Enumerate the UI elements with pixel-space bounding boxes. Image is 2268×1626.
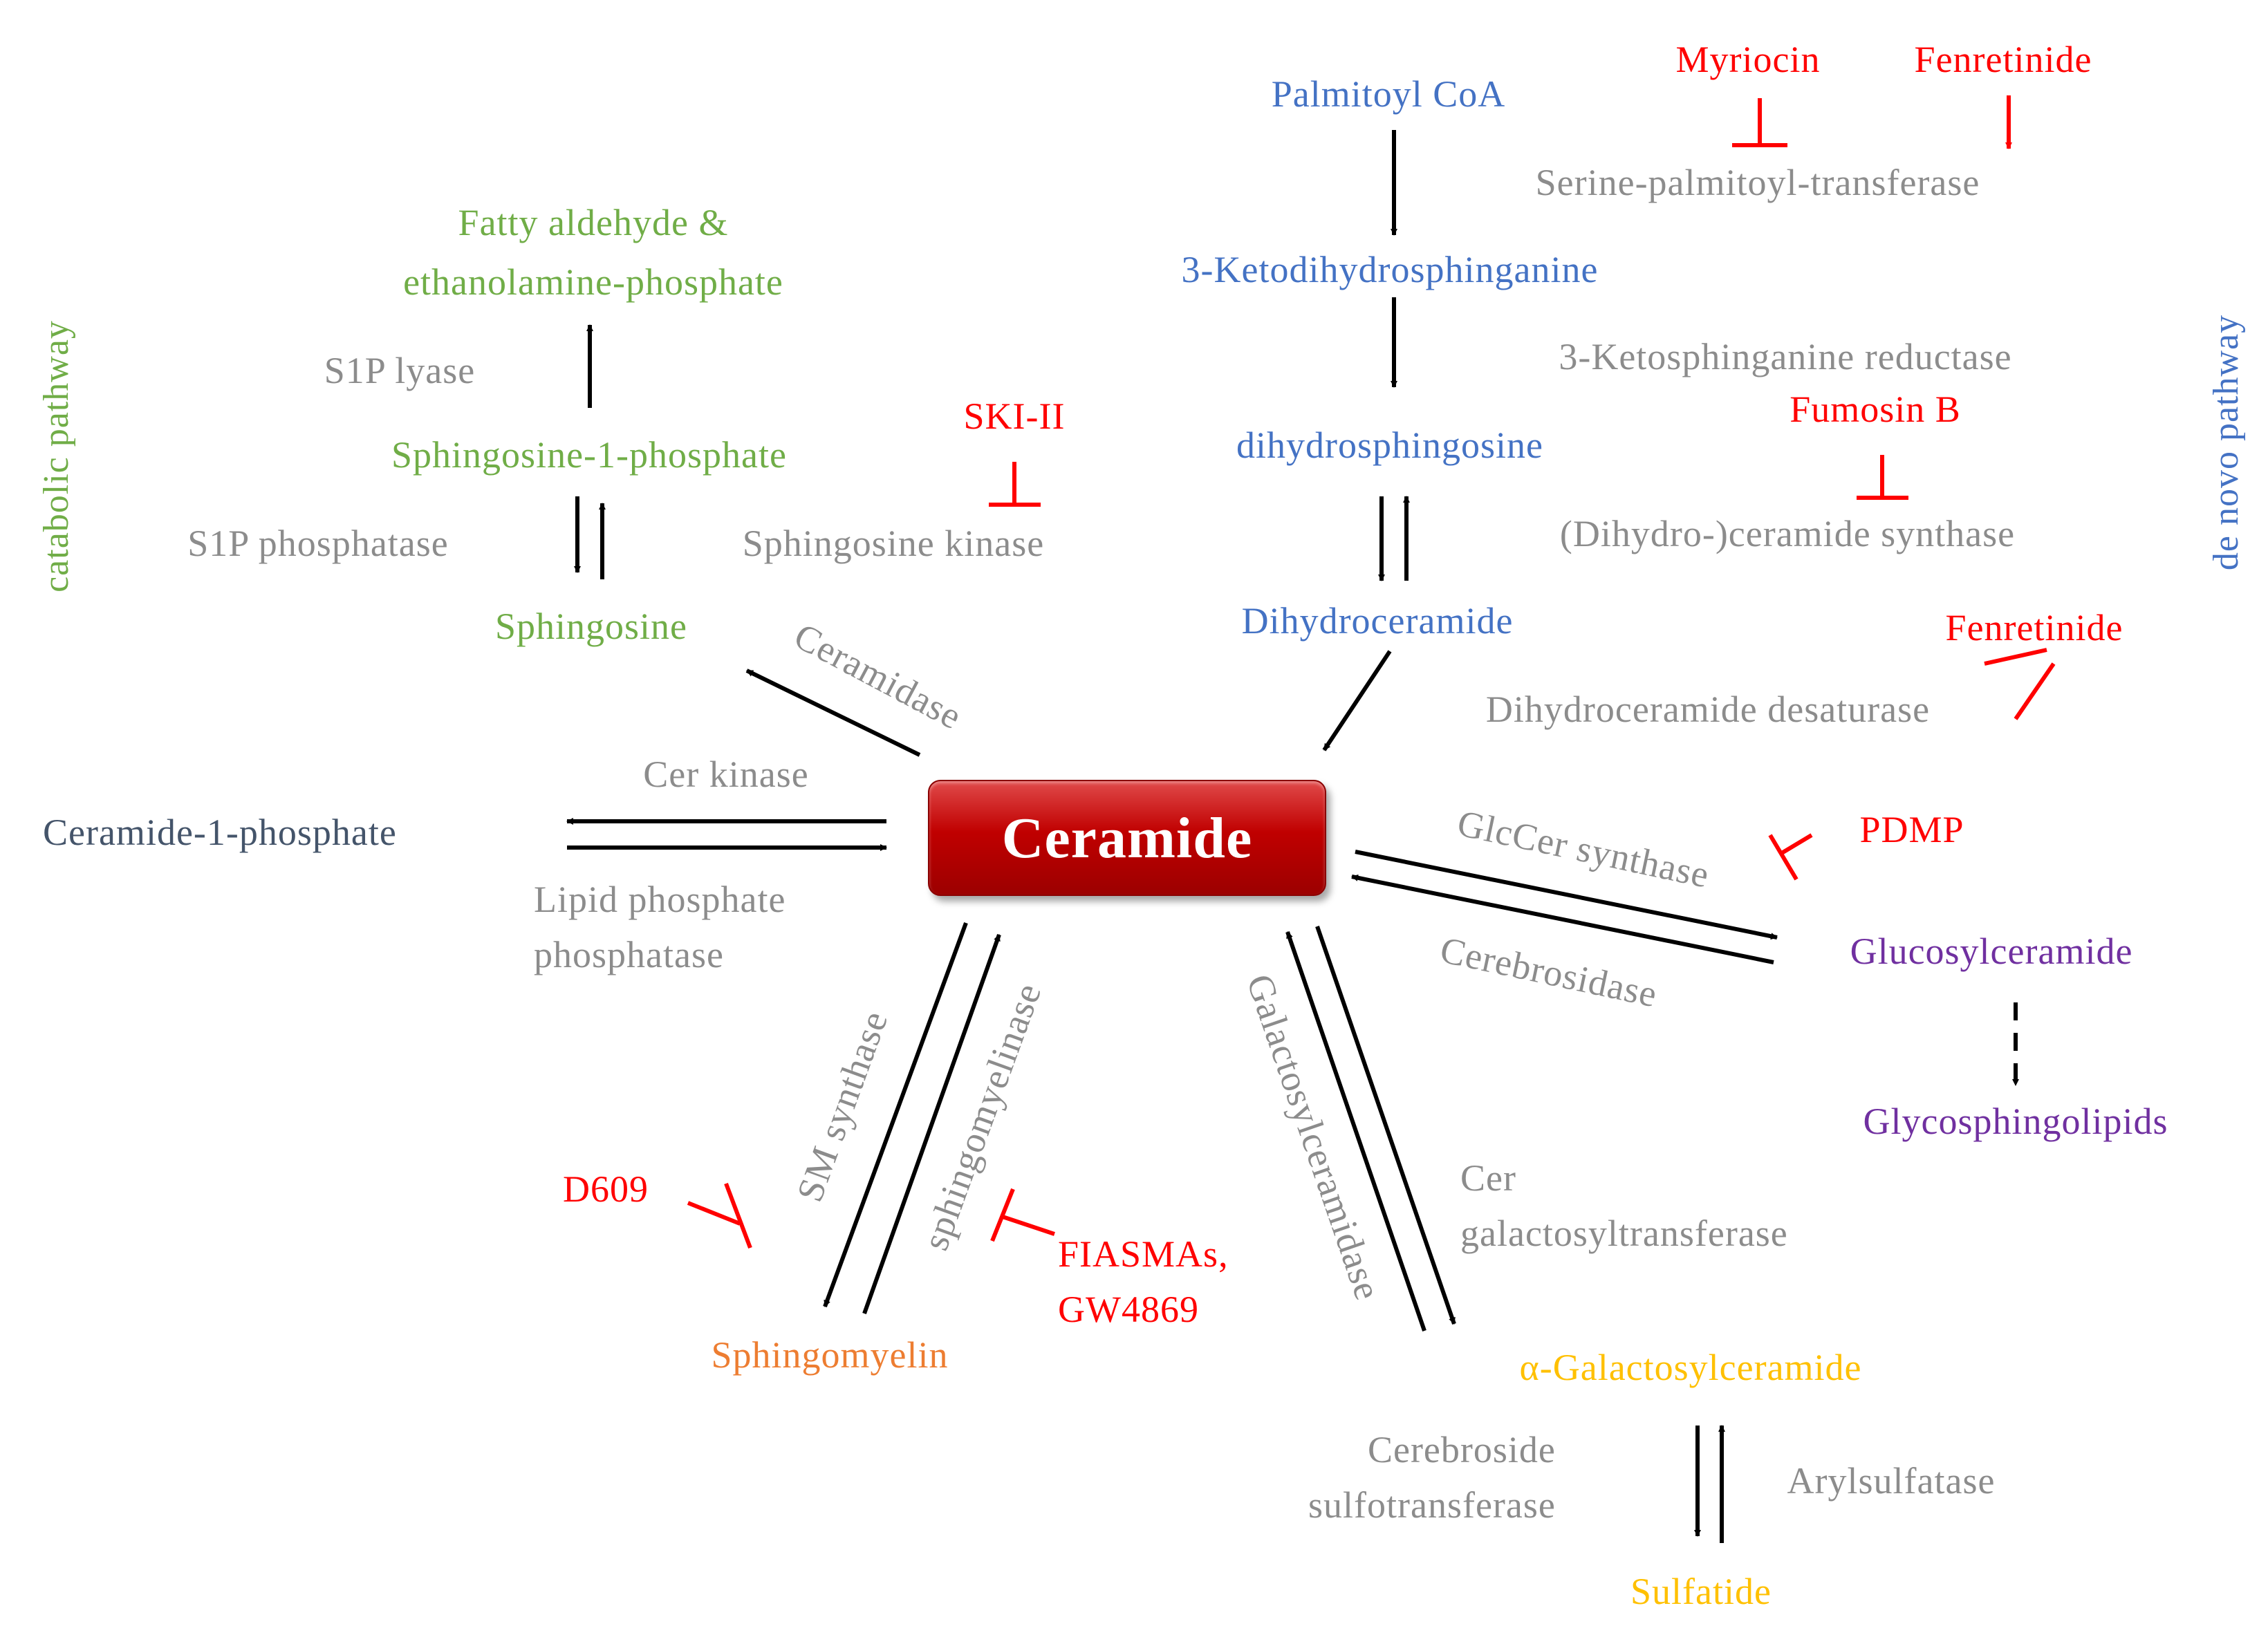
ksr-label: 3-Ketosphinganine reductase bbox=[1559, 336, 2012, 377]
s1p-label: Sphingosine-1-phosphate bbox=[391, 434, 787, 476]
fenretinide-top-label: Fenretinide bbox=[1914, 39, 2092, 80]
cer-galactosyltransferase-label: Cer galactosyltransferase bbox=[1460, 1157, 1788, 1254]
cers-label: (Dihydro-)ceramide synthase bbox=[1559, 513, 2016, 554]
sphingosine-kinase-label: Sphingosine kinase bbox=[742, 523, 1045, 564]
desaturase-label: Dihydroceramide desaturase bbox=[1485, 689, 1931, 730]
arrow-cer-galt bbox=[1315, 926, 1456, 1325]
fenretinide-mid-label: Fenretinide bbox=[1945, 607, 2123, 648]
inhibit-d609 bbox=[687, 1201, 741, 1226]
cer-kinase-label: Cer kinase bbox=[643, 754, 809, 795]
de-novo-pathway-label: de novo pathway bbox=[2206, 314, 2246, 571]
arrow-ceramidase bbox=[745, 669, 921, 757]
catabolic-pathway-label: catabolic pathway bbox=[37, 320, 76, 592]
sulfatide-label: Sulfatide bbox=[1630, 1571, 1772, 1612]
myriocin-label: Myriocin bbox=[1675, 39, 1821, 80]
arrow-galactosylceramidase bbox=[1285, 931, 1426, 1331]
ceramide-label: Ceramide bbox=[1001, 805, 1253, 870]
ketodihydrosphinganine-label: 3-Ketodihydrosphinganine bbox=[1181, 249, 1599, 290]
sphingomyelin-label: Sphingomyelin bbox=[711, 1334, 949, 1376]
palmitoyl-coa-label: Palmitoyl CoA bbox=[1271, 73, 1506, 115]
ceramide-box: Ceramide bbox=[928, 780, 1326, 896]
cst-label: Cerebroside sulfotransferase bbox=[1308, 1429, 1556, 1526]
inhibit-fiasma bbox=[1002, 1215, 1055, 1236]
s1p-lyase-label: S1P lyase bbox=[324, 350, 476, 391]
lipid-phosphate-phosphatase-label: Lipid phosphate phosphatase bbox=[534, 879, 786, 975]
inhibit-fenretinide-des bbox=[1984, 648, 2047, 666]
sphingosine-label: Sphingosine bbox=[494, 606, 688, 647]
d609-label: D609 bbox=[563, 1168, 649, 1210]
galactosylceramide-label: α-Galactosylceramide bbox=[1519, 1347, 1862, 1388]
c1p-label: Ceramide-1-phosphate bbox=[43, 812, 397, 853]
pdmp-label: PDMP bbox=[1859, 809, 1964, 850]
arrow-sm-synthase bbox=[823, 922, 968, 1308]
ski-ii-label: SKI-II bbox=[963, 395, 1066, 437]
arrow-smase bbox=[862, 933, 1001, 1315]
fumosin-label: Fumosin B bbox=[1790, 389, 1961, 430]
arrow-cerebrosidase bbox=[1351, 874, 1774, 964]
ethanolamine-phosphate-label: ethanolamine-phosphate bbox=[403, 261, 783, 303]
fatty-aldehyde-label: Fatty aldehyde & bbox=[458, 202, 729, 243]
arrow-desaturase bbox=[1322, 650, 1392, 751]
dihydrosphingosine-label: dihydrosphingosine bbox=[1236, 424, 1543, 466]
fiasma-label: FIASMAs, GW4869 bbox=[1058, 1233, 1229, 1330]
arrow-glccer-synthase bbox=[1355, 850, 1778, 940]
glucosylceramide-label: Glucosylceramide bbox=[1850, 931, 2133, 972]
dihydroceramide-label: Dihydroceramide bbox=[1241, 600, 1514, 642]
spt-label: Serine-palmitoyl-transferase bbox=[1535, 162, 1980, 203]
inhibit-pdmp bbox=[1779, 833, 1813, 856]
s1p-phosphatase-label: S1P phosphatase bbox=[187, 523, 449, 564]
glycosphingolipids-label: Glycosphingolipids bbox=[1863, 1101, 2168, 1142]
arylsulfatase-label: Arylsulfatase bbox=[1787, 1460, 1996, 1502]
